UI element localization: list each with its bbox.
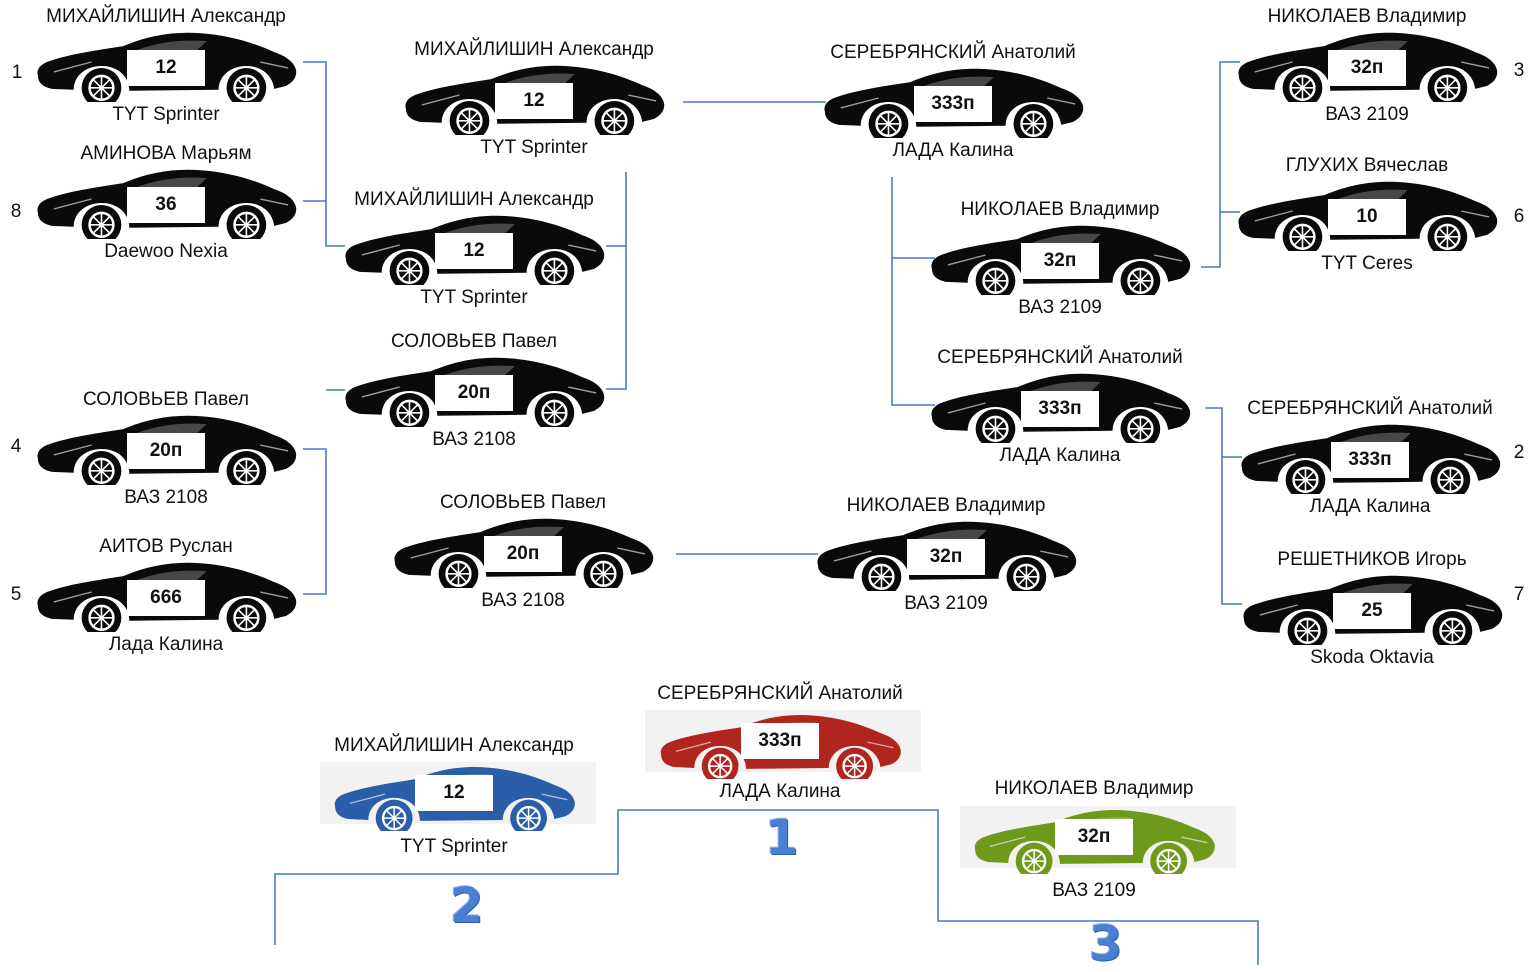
car-number: 12 [127,50,205,86]
driver-name: СЕРЕБРЯНСКИЙ Анатолий [1247,398,1493,419]
round1-left-entry-1: МИХАЙЛИШИН Александр 12 TYT Sprinter [26,6,306,131]
driver-name: РЕШЕТНИКОВ Игорь [1277,549,1467,570]
driver-name: СЕРЕБРЯНСКИЙ Анатолий [830,42,1076,63]
round1-right-entry-4: РЕШЕТНИКОВ Игорь 25 Skoda Oktavia [1232,549,1512,674]
driver-name: СЕРЕБРЯНСКИЙ Анатолий [937,347,1183,368]
semis-right-entry-2: СЕРЕБРЯНСКИЙ Анатолий 333п ЛАДА Калина [920,347,1200,472]
driver-name: НИКОЛАЕВ Владимир [960,199,1160,220]
semis-right-entry-1: НИКОЛАЕВ Владимир 32п ВАЗ 2109 [920,199,1200,324]
podium-second-place: МИХАЙЛИШИН Александр 12 TYT Sprinter [314,735,594,860]
driver-name: СОЛОВЬЕВ Павел [439,492,606,513]
driver-name: НИКОЛАЕВ Владимир [846,495,1046,516]
car-model: ЛАДА Калина [999,445,1121,466]
car-model: TYT Sprinter [420,287,528,308]
seed-4: 4 [10,436,22,457]
third-place-entry-right: НИКОЛАЕВ Владимир 32п ВАЗ 2109 [806,495,1086,620]
car-number: 12 [435,233,513,269]
seed-2: 2 [1513,442,1525,463]
car-model: ВАЗ 2109 [904,593,988,614]
driver-name: СОЛОВЬЕВ Павел [390,331,557,352]
car-number: 666 [127,580,205,616]
final-entry-right: СЕРЕБРЯНСКИЙ Анатолий 333п ЛАДА Калина [813,42,1093,167]
car-number: 333п [741,723,819,759]
round1-left-entry-4: АИТОВ Руслан 666 Лада Калина [26,536,306,661]
driver-name: НИКОЛАЕВ Владимир [1267,6,1467,27]
final-entry-left: МИХАЙЛИШИН Александр 12 TYT Sprinter [394,39,674,164]
car-model: TYT Sprinter [400,836,508,857]
car-model: ЛАДА Калина [719,781,841,802]
car-number: 32п [1021,243,1099,279]
car-model: Daewoo Nexia [104,241,228,262]
car-number: 32п [1055,819,1133,855]
round1-left-entry-2: АМИНОВА Марьям 36 Daewoo Nexia [26,143,306,268]
car-number: 25 [1333,593,1411,629]
car-number: 32п [1328,50,1406,86]
car-number: 12 [415,775,493,811]
driver-name: МИХАЙЛИШИН Александр [46,6,286,27]
car-model: ЛАДА Калина [1309,496,1431,517]
driver-name: АМИНОВА Марьям [80,143,252,164]
driver-name: ГЛУХИХ Вячеслав [1285,155,1449,176]
semis-left-entry-1: МИХАЙЛИШИН Александр 12 TYT Sprinter [334,189,614,314]
seed-5: 5 [10,584,22,605]
driver-name: МИХАЙЛИШИН Александр [334,735,574,756]
seed-1: 1 [11,62,23,83]
car-number: 20п [127,433,205,469]
driver-name: МИХАЙЛИШИН Александр [414,39,654,60]
car-model: ВАЗ 2109 [1325,104,1409,125]
car-number: 10 [1328,199,1406,235]
place-number-third: 3 [1089,916,1123,972]
podium-first-place: СЕРЕБРЯНСКИЙ Анатолий 333п ЛАДА Калина [640,683,920,808]
round1-right-entry-2: ГЛУХИХ Вячеслав 10 TYT Ceres [1227,155,1507,280]
car-model: TYT Sprinter [480,137,588,158]
car-model: ВАЗ 2109 [1018,297,1102,318]
car-number: 20п [484,536,562,572]
car-model: TYT Ceres [1321,253,1413,274]
seed-8: 8 [10,201,22,222]
semis-left-entry-2: СОЛОВЬЕВ Павел 20п ВАЗ 2108 [334,331,614,456]
seed-6: 6 [1513,206,1525,227]
car-model: ВАЗ 2109 [1052,880,1136,901]
seed-7: 7 [1513,584,1525,605]
seed-3: 3 [1513,60,1525,81]
podium-third-place: НИКОЛАЕВ Владимир 32п ВАЗ 2109 [954,778,1234,903]
car-number: 333п [914,86,992,122]
car-model: ВАЗ 2108 [481,590,565,611]
driver-name: НИКОЛАЕВ Владимир [994,778,1194,799]
round1-left-entry-3: СОЛОВЬЕВ Павел 20п ВАЗ 2108 [26,389,306,514]
round1-right-entry-3: СЕРЕБРЯНСКИЙ Анатолий 333п ЛАДА Калина [1230,398,1510,523]
round1-right-entry-1: НИКОЛАЕВ Владимир 32п ВАЗ 2109 [1227,6,1507,131]
car-model: ВАЗ 2108 [432,429,516,450]
car-model: ЛАДА Калина [892,140,1014,161]
driver-name: АИТОВ Руслан [99,536,233,557]
place-number-first: 1 [765,810,799,866]
car-number: 12 [495,83,573,119]
car-model: TYT Sprinter [112,104,220,125]
car-model: Skoda Oktavia [1310,647,1434,668]
car-number: 333п [1331,442,1409,478]
car-number: 32п [907,539,985,575]
third-place-entry-left: СОЛОВЬЕВ Павел 20п ВАЗ 2108 [383,492,663,617]
car-number: 20п [435,375,513,411]
driver-name: СЕРЕБРЯНСКИЙ Анатолий [657,683,903,704]
place-number-second: 2 [450,878,484,934]
driver-name: МИХАЙЛИШИН Александр [354,189,594,210]
car-model: ВАЗ 2108 [124,487,208,508]
driver-name: СОЛОВЬЕВ Павел [82,389,249,410]
car-number: 333п [1021,391,1099,427]
car-number: 36 [127,187,205,223]
car-model: Лада Калина [108,634,224,655]
